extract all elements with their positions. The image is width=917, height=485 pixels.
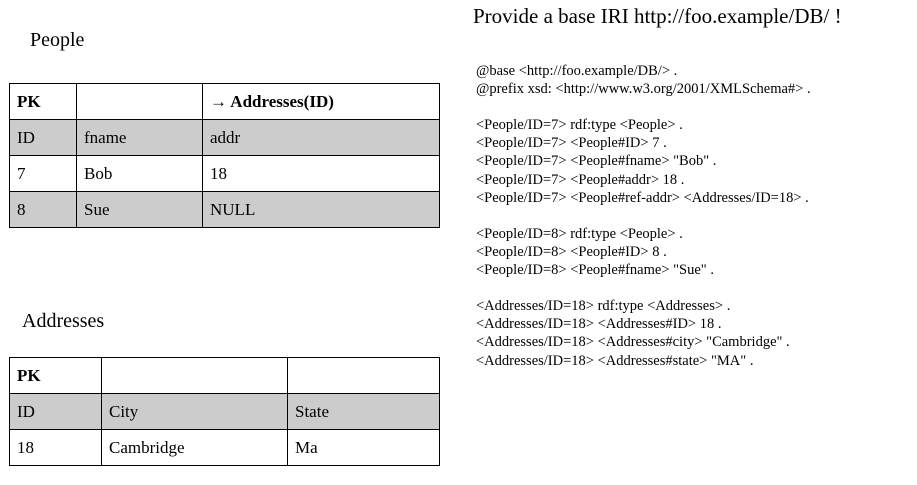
addresses-table-caption: Addresses xyxy=(22,310,105,332)
people-table-row: PK → Addresses(ID) xyxy=(9,83,440,120)
turtle-output-pane: Provide a base IRI http://foo.example/DB… xyxy=(460,0,917,485)
turtle-line: <People/ID=7> <People#fname> "Bob" . xyxy=(476,153,717,170)
turtle-line: <People/ID=8> <People#fname> "Sue" . xyxy=(476,262,714,279)
addresses-table-cell: PK xyxy=(9,357,102,394)
addresses-table-cell: Cambridge xyxy=(101,429,288,466)
people-table-cell: 7 xyxy=(9,155,77,192)
turtle-line: <People/ID=7> <People#addr> 18 . xyxy=(476,171,685,188)
people-table-cell: 8 xyxy=(9,191,77,228)
people-table-cell: ID xyxy=(9,119,77,156)
addresses-table-cell: City xyxy=(101,393,288,430)
addresses-table-cell: 18 xyxy=(9,429,102,466)
turtle-blank-line xyxy=(476,279,811,297)
turtle-triples-block: @base <http://foo.example/DB/> . @prefix … xyxy=(476,62,811,370)
people-table-cell: NULL xyxy=(202,191,440,228)
people-table-cell: Bob xyxy=(76,155,203,192)
turtle-line: <People/ID=7> <People#ref-addr> <Address… xyxy=(476,189,809,206)
turtle-line: <Addresses/ID=18> <Addresses#city> "Camb… xyxy=(476,334,790,351)
turtle-line: <People/ID=7> <People#ID> 7 . xyxy=(476,135,667,152)
turtle-line: <Addresses/ID=18> <Addresses#state> "MA"… xyxy=(476,352,754,369)
people-table-caption: People xyxy=(30,29,85,51)
turtle-blank-line xyxy=(476,98,811,116)
people-table-cell: 18 xyxy=(202,155,440,192)
people-table-cell: Sue xyxy=(76,191,203,228)
people-table-cell xyxy=(76,83,203,120)
addresses-table-row: PK xyxy=(9,357,440,394)
people-table-cell: → Addresses(ID) xyxy=(202,83,440,120)
turtle-line: <People/ID=7> rdf:type <People> . xyxy=(476,117,683,134)
people-table-cell: addr xyxy=(202,119,440,156)
turtle-line: <People/ID=8> <People#ID> 8 . xyxy=(476,243,667,260)
addresses-table-cell: Ma xyxy=(287,429,440,466)
turtle-line: @prefix xsd: <http://www.w3.org/2001/XML… xyxy=(476,81,811,98)
addresses-table-cell: State xyxy=(287,393,440,430)
turtle-line: <Addresses/ID=18> <Addresses#ID> 18 . xyxy=(476,316,722,333)
turtle-line: <People/ID=8> rdf:type <People> . xyxy=(476,225,683,242)
turtle-line: <Addresses/ID=18> rdf:type <Addresses> . xyxy=(476,298,731,315)
turtle-blank-line xyxy=(476,207,811,225)
addresses-table-cell: ID xyxy=(9,393,102,430)
people-table-cell: PK xyxy=(9,83,77,120)
people-table-cell: fname xyxy=(76,119,203,156)
turtle-heading: Provide a base IRI http://foo.example/DB… xyxy=(473,4,842,28)
addresses-table-cell xyxy=(287,357,440,394)
turtle-line: @base <http://foo.example/DB/> . xyxy=(476,63,678,79)
addresses-table-cell xyxy=(101,357,288,394)
